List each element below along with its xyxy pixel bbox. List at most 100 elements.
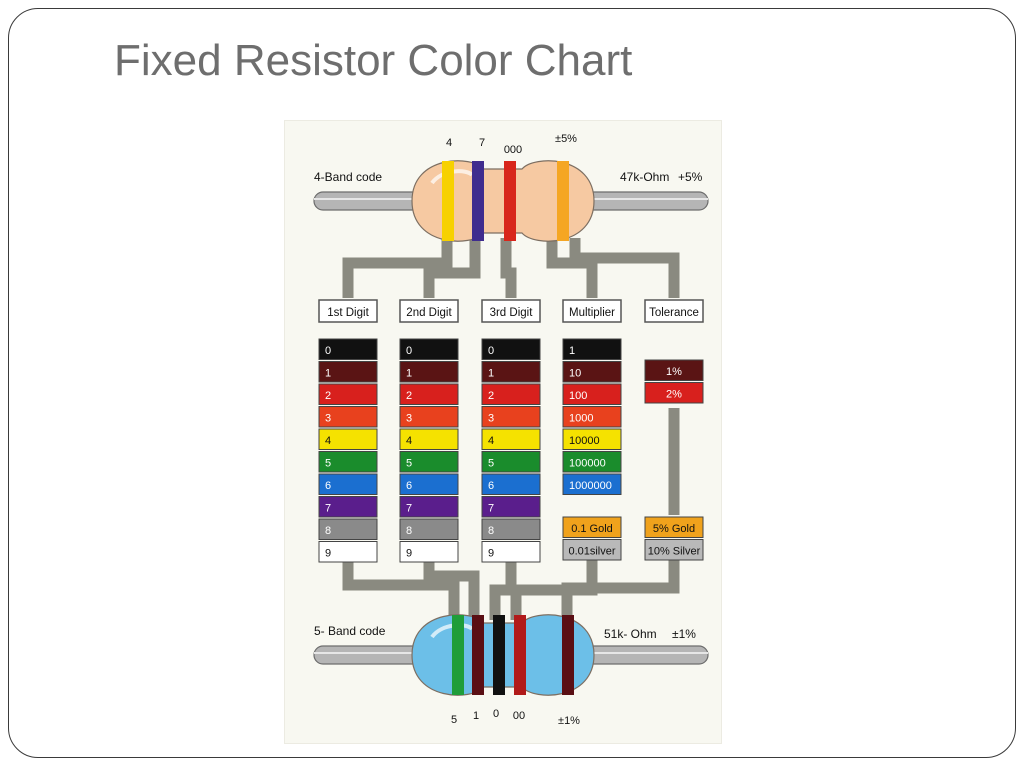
- color-row-label: 3: [325, 413, 331, 425]
- color-row-label: 1: [488, 368, 494, 380]
- color-row: [481, 496, 541, 518]
- color-band: [514, 615, 526, 695]
- color-row-label: 0: [406, 345, 412, 357]
- color-row-label: 6: [325, 480, 331, 492]
- color-row-label: 10% Silver: [648, 546, 701, 558]
- color-row: [481, 406, 541, 428]
- color-row: [318, 541, 378, 563]
- color-row: [318, 428, 378, 450]
- color-row: [399, 541, 459, 563]
- top-digit-label: 7: [479, 137, 485, 149]
- top-tolerance-label: +5%: [678, 170, 703, 184]
- color-row: [481, 518, 541, 540]
- top-digit-label: 000: [504, 144, 522, 156]
- color-band: [562, 615, 574, 695]
- bottom-band-code-label: 5- Band code: [314, 624, 386, 638]
- color-row-label: 9: [488, 548, 494, 560]
- color-row-label: 1: [325, 368, 331, 380]
- color-row: [399, 338, 459, 360]
- color-row: [481, 541, 541, 563]
- column-header: 2nd Digit: [406, 307, 452, 319]
- color-row-label: 2: [406, 390, 412, 402]
- color-row: [318, 451, 378, 473]
- bottom-digit-label: ±1%: [558, 715, 580, 727]
- color-row-label: 2: [325, 390, 331, 402]
- color-band: [493, 615, 505, 695]
- color-row: [318, 473, 378, 495]
- color-band: [442, 161, 454, 241]
- color-row-label: 0: [488, 345, 494, 357]
- color-row: [562, 383, 622, 405]
- color-row: [318, 496, 378, 518]
- color-row: [644, 382, 704, 404]
- bottom-digit-label: 0: [493, 708, 499, 720]
- color-row-label: 7: [488, 503, 494, 515]
- column-header: Multiplier: [569, 307, 615, 319]
- color-row-label: 10: [569, 368, 581, 380]
- resistor-body: [411, 160, 595, 242]
- bottom-resistor: [313, 614, 709, 696]
- color-row-label: 3: [488, 413, 494, 425]
- top-resistor: [313, 160, 709, 242]
- color-row: [481, 428, 541, 450]
- color-row-label: 0: [325, 345, 331, 357]
- color-row-label: 1%: [666, 366, 682, 378]
- color-row: [562, 539, 622, 561]
- color-row: [399, 406, 459, 428]
- color-row-label: 10000: [569, 435, 600, 447]
- color-row: [399, 428, 459, 450]
- connector-wire: [489, 560, 517, 620]
- color-row: [399, 473, 459, 495]
- bottom-value-label: 51k- Ohm: [604, 627, 657, 641]
- color-row: [562, 473, 622, 495]
- column-header-box: [644, 299, 704, 323]
- connector-wire: [423, 238, 481, 298]
- connector-wire: [500, 238, 517, 298]
- color-row: [318, 518, 378, 540]
- color-row: [481, 451, 541, 473]
- column-header-box: [318, 299, 378, 323]
- color-band: [504, 161, 516, 241]
- bottom-digit-label: 1: [473, 710, 479, 722]
- color-row-label: 100000: [569, 458, 606, 470]
- color-row-label: 7: [406, 503, 412, 515]
- color-row-label: 8: [325, 525, 331, 537]
- color-row: [562, 361, 622, 383]
- color-row-label: 9: [406, 548, 412, 560]
- color-band: [472, 615, 484, 695]
- color-row-label: 100: [569, 390, 587, 402]
- color-row: [399, 496, 459, 518]
- color-row-label: 0.01silver: [568, 546, 615, 558]
- connector-wire: [510, 560, 598, 620]
- color-band: [472, 161, 484, 241]
- color-row: [481, 383, 541, 405]
- color-band: [452, 615, 464, 695]
- column-header: 3rd Digit: [490, 307, 534, 319]
- color-row-label: 1000000: [569, 480, 612, 492]
- color-row-label: 5: [406, 458, 412, 470]
- color-row-label: 8: [406, 525, 412, 537]
- color-row-label: 6: [406, 480, 412, 492]
- color-row-label: 4: [406, 435, 412, 447]
- color-row-label: 5% Gold: [653, 523, 695, 535]
- color-row-label: 3: [406, 413, 412, 425]
- column-header-box: [399, 299, 459, 323]
- color-row: [481, 361, 541, 383]
- color-row: [562, 451, 622, 473]
- color-row-label: 1: [406, 368, 412, 380]
- color-row: [318, 406, 378, 428]
- color-row: [399, 383, 459, 405]
- color-band: [557, 161, 569, 241]
- color-row-label: 9: [325, 548, 331, 560]
- connector-wire: [569, 238, 680, 298]
- color-row-label: 0.1 Gold: [571, 523, 613, 535]
- column-header-box: [481, 299, 541, 323]
- top-digit-label: 4: [446, 137, 452, 149]
- slide-title: Fixed Resistor Color Chart: [114, 36, 633, 85]
- bottom-digit-label: 5: [451, 714, 457, 726]
- color-row: [644, 539, 704, 561]
- color-row-label: 8: [488, 525, 494, 537]
- color-row: [562, 516, 622, 538]
